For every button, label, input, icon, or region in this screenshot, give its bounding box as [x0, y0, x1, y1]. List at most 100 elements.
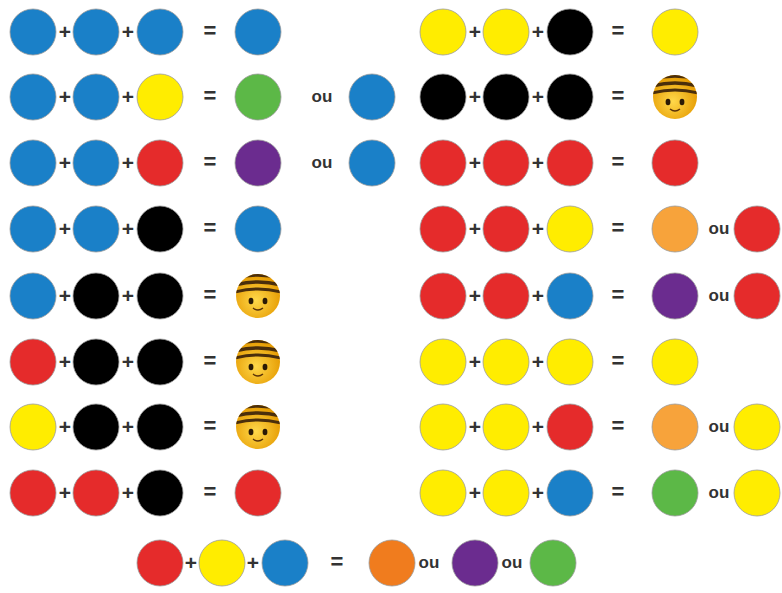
- bee-icon: [228, 340, 288, 384]
- plus-sign: +: [532, 285, 544, 306]
- equals-sign: =: [204, 20, 217, 42]
- plus-sign: +: [469, 152, 481, 173]
- color-circle: [137, 404, 183, 450]
- color-circle: [652, 404, 698, 450]
- color-circle: [137, 540, 183, 586]
- bee-icon: [228, 405, 288, 449]
- plus-sign: +: [59, 482, 71, 503]
- bee-eye: [249, 298, 254, 304]
- color-circle: [235, 206, 281, 252]
- plus-sign: +: [122, 482, 134, 503]
- or-word: ou: [502, 554, 523, 571]
- color-circle: [73, 470, 119, 516]
- plus-sign: +: [469, 351, 481, 372]
- bee-eye: [680, 99, 685, 105]
- plus-sign: +: [469, 218, 481, 239]
- bee-eye: [263, 429, 268, 435]
- color-circle: [420, 9, 466, 55]
- plus-sign: +: [59, 152, 71, 173]
- bee-smile: [670, 109, 680, 111]
- plus-sign: +: [532, 86, 544, 107]
- plus-sign: +: [122, 285, 134, 306]
- color-circle: [530, 540, 576, 586]
- color-circle: [483, 273, 529, 319]
- plus-sign: +: [59, 351, 71, 372]
- color-circle: [73, 9, 119, 55]
- color-circle: [483, 470, 529, 516]
- plus-sign: +: [469, 86, 481, 107]
- color-circle: [547, 273, 593, 319]
- plus-sign: +: [122, 86, 134, 107]
- plus-sign: +: [247, 552, 259, 573]
- color-circle: [262, 540, 308, 586]
- plus-sign: +: [59, 21, 71, 42]
- plus-sign: +: [532, 152, 544, 173]
- plus-sign: +: [532, 351, 544, 372]
- or-word: ou: [312, 154, 333, 171]
- color-circle: [137, 470, 183, 516]
- color-circle: [73, 140, 119, 186]
- equals-sign: =: [204, 415, 217, 437]
- plus-sign: +: [469, 416, 481, 437]
- color-circle: [420, 206, 466, 252]
- plus-sign: +: [122, 416, 134, 437]
- color-circle: [652, 206, 698, 252]
- color-circle: [235, 140, 281, 186]
- color-circle: [734, 273, 780, 319]
- or-word: ou: [709, 220, 730, 237]
- color-circle: [652, 9, 698, 55]
- equals-sign: =: [204, 481, 217, 503]
- or-word: ou: [709, 484, 730, 501]
- color-circle: [734, 404, 780, 450]
- plus-sign: +: [185, 552, 197, 573]
- color-circle: [10, 74, 56, 120]
- color-circle: [137, 9, 183, 55]
- color-circle: [652, 470, 698, 516]
- equals-sign: =: [204, 217, 217, 239]
- color-circle: [10, 339, 56, 385]
- color-circle: [547, 74, 593, 120]
- color-circle: [73, 74, 119, 120]
- plus-sign: +: [532, 416, 544, 437]
- bee-icon: [228, 274, 288, 318]
- or-word: ou: [312, 88, 333, 105]
- color-circle: [10, 206, 56, 252]
- color-circle: [483, 339, 529, 385]
- color-circle: [483, 140, 529, 186]
- bee-stripe: [228, 341, 288, 346]
- color-circle: [137, 206, 183, 252]
- plus-sign: +: [122, 351, 134, 372]
- plus-sign: +: [469, 285, 481, 306]
- plus-sign: +: [59, 86, 71, 107]
- color-circle: [420, 273, 466, 319]
- plus-sign: +: [59, 218, 71, 239]
- color-circle: [73, 339, 119, 385]
- equals-sign: =: [331, 551, 344, 573]
- color-circle: [369, 540, 415, 586]
- equals-sign: =: [612, 481, 625, 503]
- bee-stripe: [228, 413, 288, 418]
- bee-stripe: [645, 76, 705, 81]
- plus-sign: +: [122, 152, 134, 173]
- bee-smile: [253, 374, 263, 376]
- or-word: ou: [709, 418, 730, 435]
- color-circle: [10, 404, 56, 450]
- color-circle: [420, 470, 466, 516]
- bee-eye: [666, 99, 671, 105]
- color-circle: [483, 404, 529, 450]
- bee-stripe: [645, 83, 705, 88]
- color-circle: [137, 74, 183, 120]
- color-circle: [137, 140, 183, 186]
- color-circle: [349, 140, 395, 186]
- color-circle: [420, 339, 466, 385]
- color-circle: [734, 206, 780, 252]
- color-circle: [73, 206, 119, 252]
- plus-sign: +: [532, 218, 544, 239]
- bee-eye: [263, 298, 268, 304]
- equals-sign: =: [612, 284, 625, 306]
- color-circle: [10, 140, 56, 186]
- equals-sign: =: [204, 85, 217, 107]
- color-circle: [652, 273, 698, 319]
